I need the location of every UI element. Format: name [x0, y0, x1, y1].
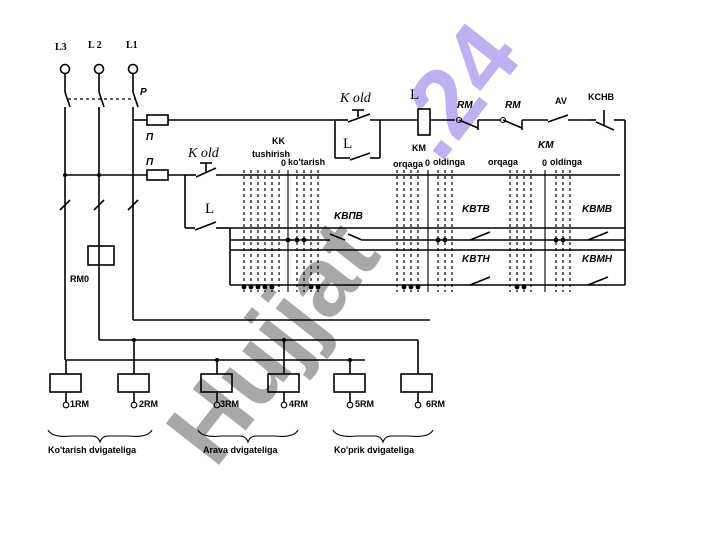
fuse-bottom	[146, 169, 169, 181]
relay-rm0-label: RM0	[70, 274, 89, 284]
watermark-suffix: .24	[370, 3, 541, 178]
relay-1rm	[49, 373, 82, 393]
fuse-top	[146, 114, 169, 126]
tushirish-label: tushirish	[252, 149, 290, 159]
av-label: AV	[555, 96, 567, 106]
controller-columns-2	[396, 170, 453, 292]
holding-contact-row2-label: L	[205, 201, 214, 217]
group-label-trolley: Arava dvigateliga	[203, 445, 279, 455]
brace-bridge	[332, 429, 434, 444]
kchb-label: KCHB	[588, 92, 614, 102]
oldinga-label-1: oldinga	[433, 157, 466, 167]
row-main-contactor: K old L L KM RM RM AV KCHB	[334, 87, 626, 285]
kvpv-contact-b	[347, 233, 363, 241]
oldinga-label-2: oldinga	[550, 157, 583, 167]
relay-1rm-label: 1RM	[70, 399, 89, 409]
main-switch-pole-l2	[98, 91, 105, 108]
kvtv-label: KBTB	[462, 204, 490, 215]
pushbutton-start-top	[347, 113, 371, 123]
kvtn-label: KBTH	[462, 254, 491, 265]
zero-label-1: 0	[281, 158, 286, 168]
rm1-contact	[458, 119, 479, 129]
kvtv-contact	[469, 231, 491, 241]
phase-terminals: L3 L 2 L1 P	[55, 40, 147, 360]
distribution-buses	[65, 319, 430, 374]
pushbutton-label-top: K old	[339, 91, 372, 106]
phase-label-l1: L1	[126, 40, 138, 51]
terminal-l2	[93, 63, 105, 75]
relay-5rm	[333, 373, 366, 393]
kvmv-contact	[587, 231, 609, 241]
controller-columns-3	[509, 170, 571, 292]
kvmn-label: KBMH	[582, 254, 613, 265]
coil-l-label: L	[410, 87, 419, 103]
terminal-l1	[127, 63, 139, 75]
overload-section: RM0	[59, 199, 139, 284]
group-label-hoist: Ko'tarish dvigateliga	[48, 445, 137, 455]
km-row2-label: KM	[538, 140, 554, 151]
kvpv-label: KBПB	[334, 211, 363, 222]
terminal-l3	[59, 63, 71, 75]
orqaga-label-1: orqaga	[393, 159, 424, 169]
relay-3rm-label: 3RM	[220, 399, 239, 409]
kvtn-contact	[469, 276, 491, 286]
kvmn-contact	[587, 276, 609, 286]
relay-5rm-label: 5RM	[355, 399, 374, 409]
motor-groups: Ko'tarish dvigateliga Arava dvigateliga …	[47, 429, 434, 455]
holding-contact-l-row2	[194, 221, 217, 231]
kchb-contact	[595, 121, 615, 131]
rm2-contact	[502, 119, 523, 129]
relay-6rm	[400, 373, 433, 393]
kotarish-label: ko'tarish	[288, 157, 325, 167]
fuse-top-label: П	[146, 132, 154, 143]
controller-columns-1	[241, 170, 321, 292]
relay-2rm	[117, 373, 150, 393]
rm1-label: RM	[457, 100, 473, 111]
brace-hoist	[47, 429, 153, 444]
group-label-bridge: Ko'prik dvigateliga	[334, 445, 415, 455]
holding-contact-label: L	[343, 136, 352, 152]
relay-coils: 1RM 2RM 3RM 4RM 5RM 6RM	[49, 373, 445, 409]
av-contact	[547, 114, 569, 123]
zero-label-2: 0	[425, 158, 430, 168]
watermark: Hujjat .24	[145, 3, 541, 483]
pushbutton-label-bottom: K old	[187, 146, 220, 161]
row-controller: K old tushirish L KK 0 ko'tarish orqaga …	[184, 136, 620, 231]
phase-label-l2: L 2	[88, 40, 102, 51]
coil-l	[417, 108, 431, 136]
pushbutton-start-bottom	[195, 167, 217, 178]
fuses: П П	[63, 114, 335, 181]
brace-trolley	[197, 429, 299, 444]
main-switch-pole-l3	[64, 91, 71, 108]
controller-matrix: KBПB KBTB KBTH	[229, 170, 625, 292]
fuse-bottom-label: П	[146, 157, 154, 168]
kk-label: KK	[272, 136, 285, 146]
kvpv-contact-a	[329, 233, 346, 241]
holding-contact-l	[349, 152, 371, 161]
relay-6rm-label: 6RM	[426, 399, 445, 409]
relay-4rm-label: 4RM	[289, 399, 308, 409]
relay-rm0	[87, 245, 115, 266]
rm2-label: RM	[505, 100, 521, 111]
phase-label-l3: L3	[55, 42, 67, 53]
relay-2rm-label: 2RM	[139, 399, 158, 409]
zero-label-3: 0	[542, 158, 547, 168]
orqaga-label-2: orqaga	[488, 157, 519, 167]
coil-km-label: KM	[412, 143, 426, 153]
main-switch-label: P	[140, 87, 147, 98]
kvmv-label: KBMB	[582, 204, 612, 215]
